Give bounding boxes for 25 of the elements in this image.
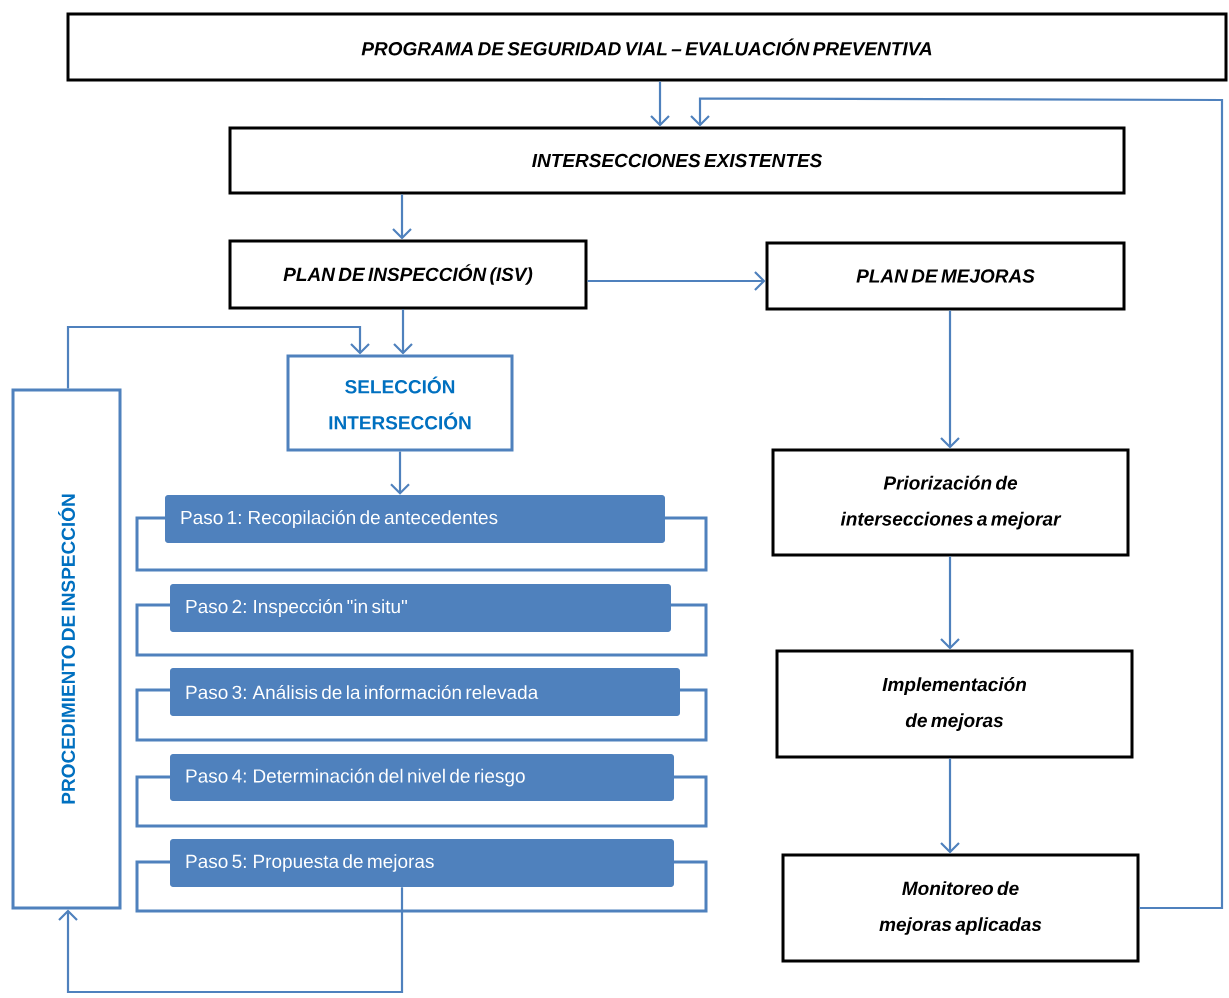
arrow	[940, 556, 960, 650]
arrow	[390, 451, 410, 495]
arrow	[940, 758, 960, 854]
arrow	[66, 325, 370, 389]
process-box: Monitoreo de mejoras aplicadas	[781, 853, 1140, 963]
step-box: Paso 5: Propuesta de mejoras	[170, 839, 674, 887]
arrow	[650, 81, 670, 127]
arrow	[393, 309, 413, 355]
arrow	[690, 97, 1224, 910]
process-box: Priorización de intersecciones a mejorar	[771, 448, 1130, 557]
process-box: SELECCIÓN INTERSECCIÓN	[286, 354, 514, 452]
arrow	[940, 310, 960, 449]
process-box: PLAN DE MEJORAS	[765, 241, 1126, 311]
process-box: PLAN DE INSPECCIÓN (ISV)	[228, 239, 588, 310]
arrow	[58, 887, 404, 994]
arrow	[587, 271, 766, 291]
process-box: PROGRAMA DE SEGURIDAD VIAL – EVALUACIÓN PREVENTIVA	[66, 12, 1228, 82]
step-box: Paso 1: Recopilación de antecedentes	[165, 495, 665, 543]
process-box: Implementación de mejoras	[775, 649, 1134, 759]
step-box: Paso 3: Análisis de la información relevada	[170, 668, 680, 716]
arrow	[392, 194, 412, 240]
step-box: Paso 2: Inspección "in situ"	[170, 584, 671, 632]
process-box: INTERSECCIONES EXISTENTES	[228, 126, 1126, 195]
vertical-box: PROCEDIMIENTO DE INSPECCIÓN	[11, 388, 122, 910]
step-box: Paso 4: Determinación del nivel de riesgo	[170, 754, 674, 801]
